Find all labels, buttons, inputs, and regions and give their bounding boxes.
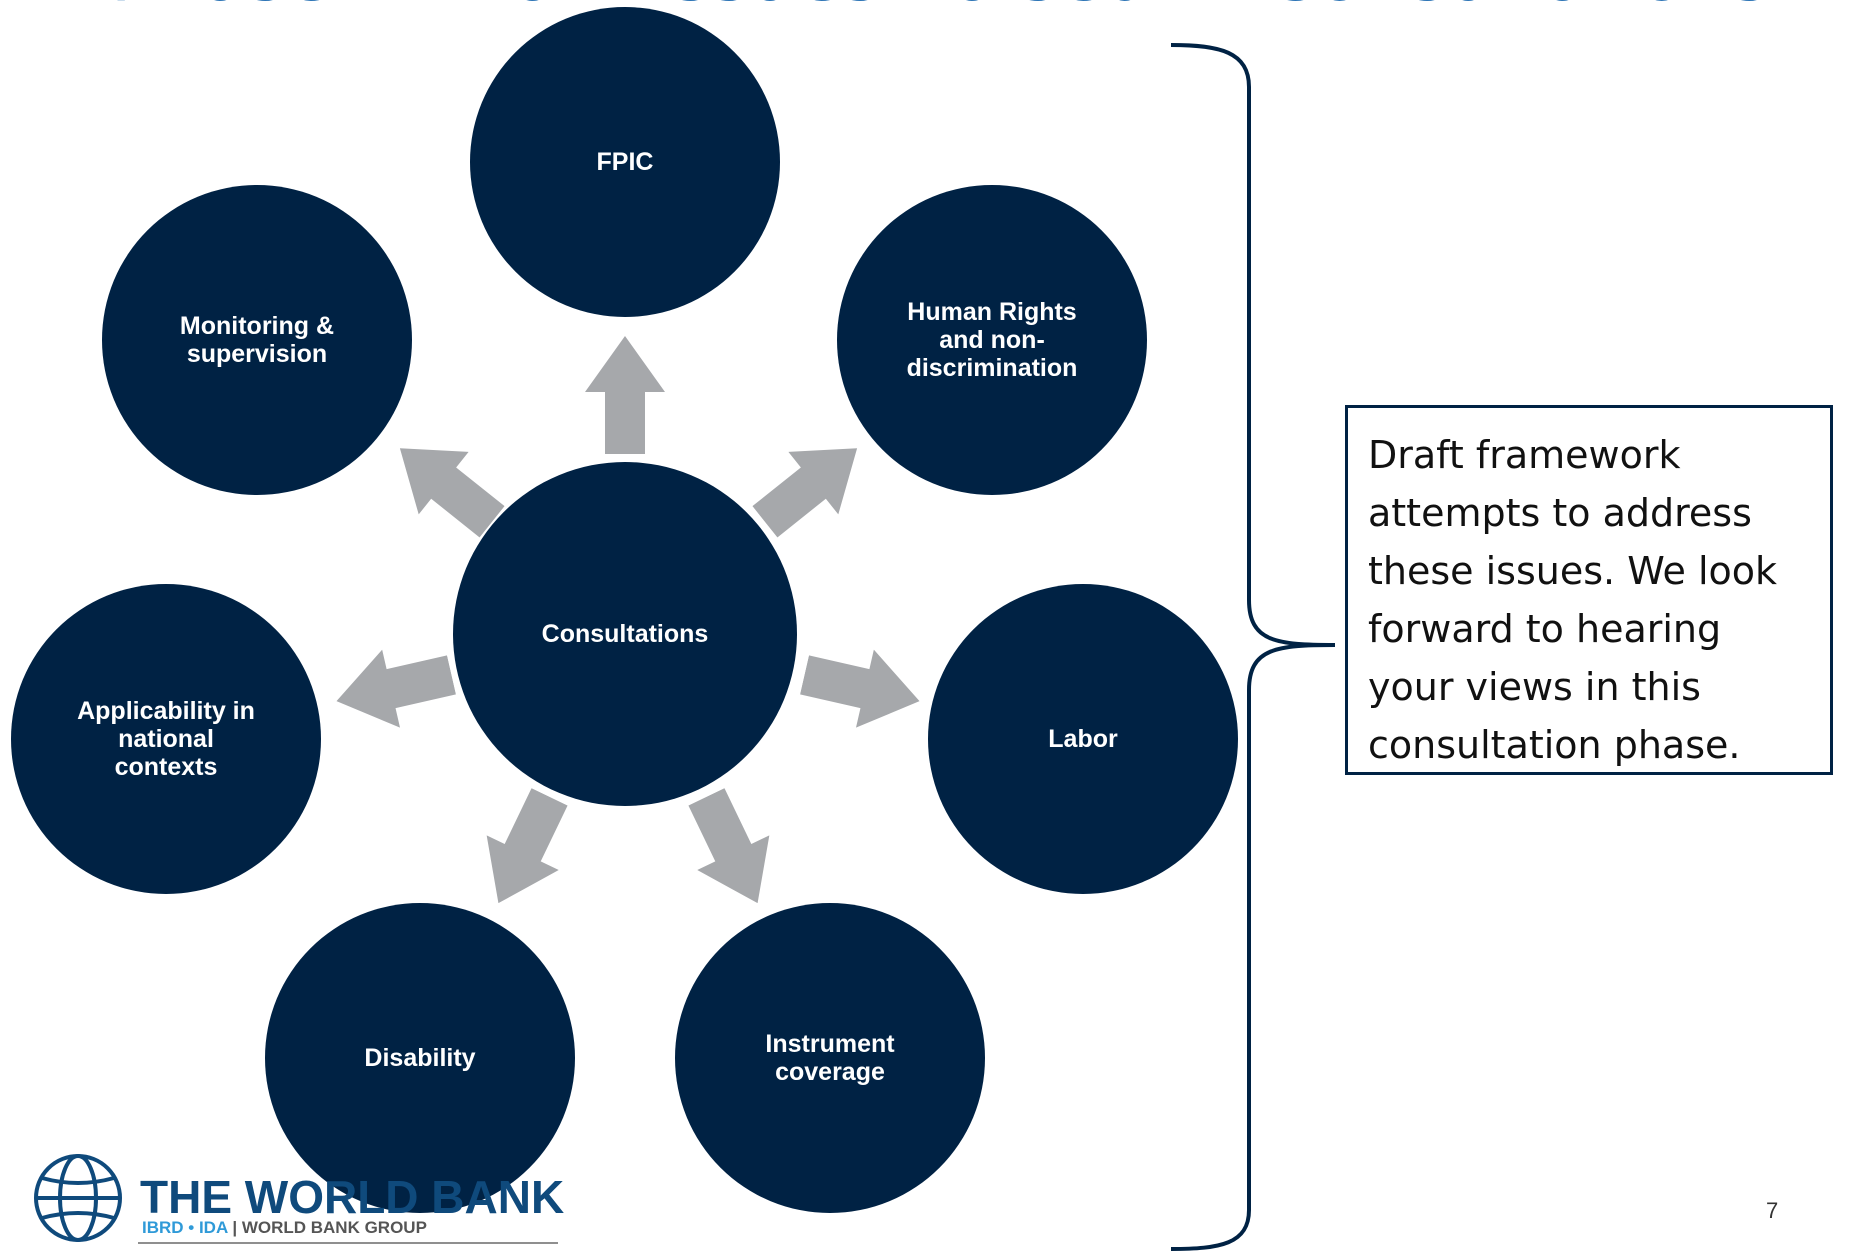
arrow-to-disability <box>462 779 585 920</box>
node-label: Consultations <box>541 620 709 648</box>
node-label: Human Rights and non- discrimination <box>906 298 1078 382</box>
arrow-to-human-rights <box>740 417 882 553</box>
logo-tagline: IBRD • IDA | WORLD BANK GROUP <box>142 1218 427 1237</box>
page-number: 7 <box>1766 1198 1779 1223</box>
logo-divider <box>138 1242 558 1244</box>
node-applicability: Applicability in national contexts <box>11 584 321 894</box>
node-instrument-coverage: Instrument coverage <box>675 903 985 1213</box>
node-label: Labor <box>1048 725 1118 753</box>
node-label: Applicability in national contexts <box>77 697 255 781</box>
node-label: Instrument coverage <box>765 1030 895 1086</box>
logo-name: THE WORLD BANK <box>140 1171 565 1223</box>
arrow-to-instrument-coverage <box>670 779 793 920</box>
node-label: Monitoring & supervision <box>179 312 335 368</box>
arrow-to-labor <box>796 636 929 740</box>
logo-acronyms: IBRD • IDA <box>142 1218 228 1237</box>
logo-group: WORLD BANK GROUP <box>241 1218 427 1237</box>
globe-icon <box>34 1154 122 1242</box>
node-label: Disability <box>364 1044 476 1072</box>
arrow-to-applicability <box>328 636 461 740</box>
node-human-rights: Human Rights and non- discrimination <box>837 185 1147 495</box>
node-label: FPIC <box>596 148 654 176</box>
callout-box: Draft framework attempts to address thes… <box>1345 405 1833 775</box>
node-monitoring: Monitoring & supervision <box>102 185 412 495</box>
world-bank-logo: THE WORLD BANK IBRD • IDA | WORLD BANK G… <box>30 1150 564 1247</box>
right-brace <box>1170 43 1336 1251</box>
arrow-to-monitoring <box>375 417 517 553</box>
slide-title: Phase 1: Main Issues Raised in Consultat… <box>50 0 1830 12</box>
callout-text: Draft framework attempts to address thes… <box>1368 433 1778 767</box>
node-labor: Labor <box>928 584 1238 894</box>
node-disability: Disability <box>265 903 575 1213</box>
arrow-to-fpic <box>585 336 665 454</box>
node-fpic: FPIC <box>470 7 780 317</box>
node-consultations: Consultations <box>453 462 797 806</box>
